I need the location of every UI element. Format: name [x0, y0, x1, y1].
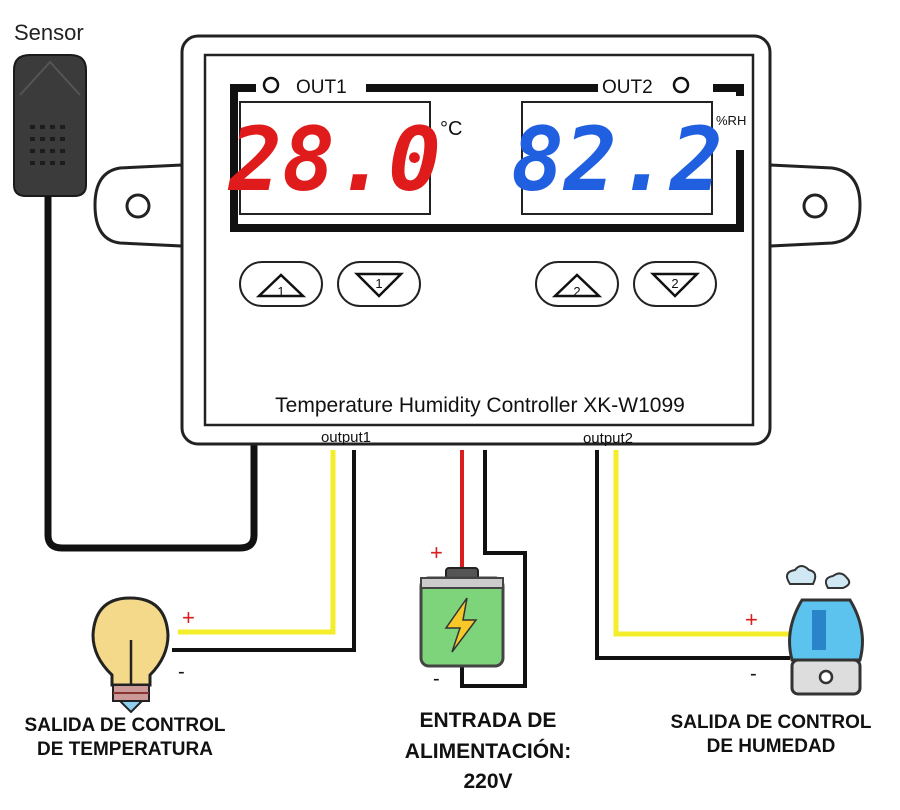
controller-housing	[93, 34, 862, 446]
button-1-up[interactable]: 1	[239, 261, 323, 307]
button-2-down-label: 2	[671, 276, 678, 291]
controller-title: Temperature Humidity Controller XK-W1099	[275, 394, 685, 417]
power-input-caption-line1: ENTRADA DE	[420, 709, 557, 732]
button-1-up-label: 1	[277, 284, 284, 299]
out1-indicator-icon	[262, 76, 280, 94]
humidity-unit: %RH	[716, 113, 746, 128]
out2-indicator-icon	[672, 76, 690, 94]
bulb-minus-sign: -	[178, 661, 185, 683]
humidity-output-caption-line2: DE HUMEDAD	[707, 736, 836, 757]
humidity-value: 82.2	[511, 108, 723, 211]
temperature-output-caption-line2: DE TEMPERATURA	[37, 739, 213, 760]
display-frame	[230, 84, 744, 232]
down-triangle-icon	[353, 272, 405, 298]
temperature-output-caption-line1: SALIDA DE CONTROL	[25, 715, 226, 736]
sensor-icon	[13, 54, 87, 197]
button-2-up-label: 2	[573, 284, 580, 299]
up-triangle-icon	[551, 273, 603, 298]
power-input-caption-line2: ALIMENTACIÓN:	[405, 739, 571, 763]
output2-label: output2	[583, 430, 633, 447]
lightning-icon	[444, 597, 478, 653]
power-input-caption-line3: 220V	[463, 770, 512, 793]
out1-label: OUT1	[296, 77, 347, 98]
button-1-down[interactable]: 1	[337, 261, 421, 307]
temperature-unit: °C	[440, 118, 462, 140]
button-2-up[interactable]: 2	[535, 261, 619, 307]
power-black-wire	[460, 450, 527, 688]
output1-black-wire	[172, 450, 356, 652]
sensor-label: Sensor	[14, 20, 84, 45]
output1-yellow-wire	[178, 450, 336, 635]
humidifier-icon	[785, 565, 864, 696]
bulb-plus-sign: +	[182, 605, 195, 630]
humidifier-plus-sign: +	[745, 607, 758, 632]
output1-label: output1	[321, 429, 371, 446]
button-2-down[interactable]: 2	[633, 261, 717, 307]
light-bulb-icon	[91, 596, 170, 714]
down-triangle-icon	[649, 272, 701, 298]
humidifier-minus-sign: -	[750, 663, 757, 685]
temperature-display	[239, 101, 431, 215]
battery-plus-sign: +	[430, 540, 443, 565]
button-1-down-label: 1	[375, 276, 382, 291]
humidity-display	[521, 101, 713, 215]
temperature-value: 28.0	[227, 108, 441, 211]
up-triangle-icon	[255, 273, 307, 298]
sensor-cable	[44, 196, 258, 552]
humidity-output-caption-line1: SALIDA DE CONTROL	[671, 712, 872, 733]
battery-icon	[419, 567, 505, 668]
output2-black-wire	[595, 450, 790, 660]
output2-yellow-wire	[613, 450, 790, 637]
out2-label: OUT2	[602, 77, 653, 98]
battery-minus-sign: -	[433, 668, 440, 690]
